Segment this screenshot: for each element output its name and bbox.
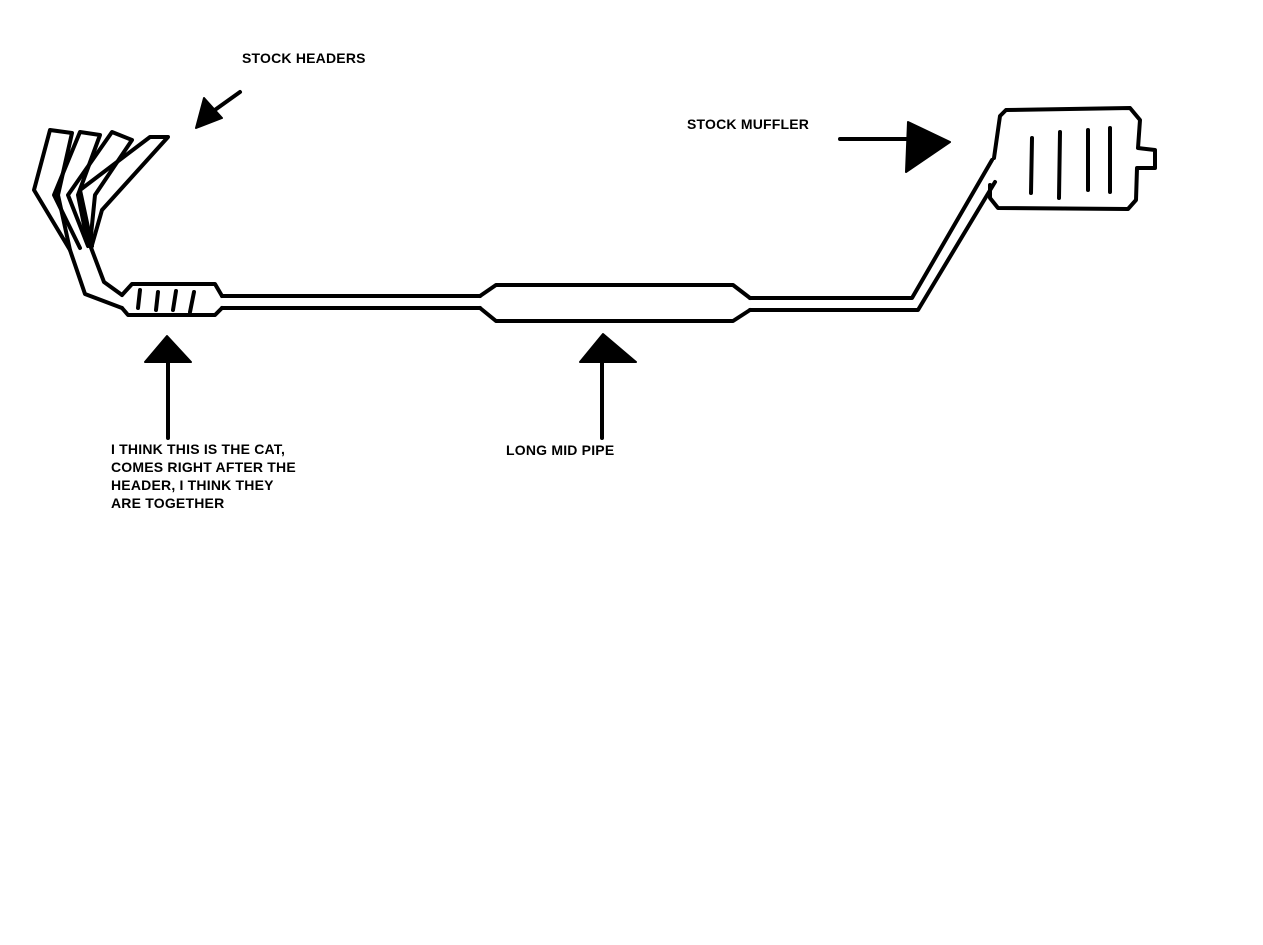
cat-note-line: HEADER, I THINK THEY	[111, 477, 274, 493]
midpipe-arrow-icon	[579, 333, 637, 440]
cat-note-label: I THINK THIS IS THE CAT, COMES RIGHT AFT…	[111, 440, 296, 512]
front-pipe-shape	[220, 294, 482, 310]
cat-note-line: I THINK THIS IS THE CAT,	[111, 441, 286, 457]
stock-muffler-shape	[988, 106, 1157, 211]
cat-note-line: COMES RIGHT AFTER THE	[111, 459, 296, 475]
long-mid-pipe-label: LONG MID PIPE	[506, 442, 615, 458]
catalytic-converter-shape	[120, 282, 224, 317]
cat-arrow-icon	[144, 335, 192, 440]
long-mid-pipe-resonator-shape	[478, 283, 752, 323]
headers-arrow-icon	[195, 90, 242, 129]
muffler-arrow-icon	[838, 121, 951, 173]
cat-note-line: ARE TOGETHER	[111, 495, 225, 511]
stock-headers-shape	[32, 128, 170, 310]
stock-muffler-label: STOCK MUFFLER	[687, 116, 810, 132]
rear-pipe-shape	[748, 158, 997, 312]
stock-headers-label: STOCK HEADERS	[242, 50, 366, 66]
